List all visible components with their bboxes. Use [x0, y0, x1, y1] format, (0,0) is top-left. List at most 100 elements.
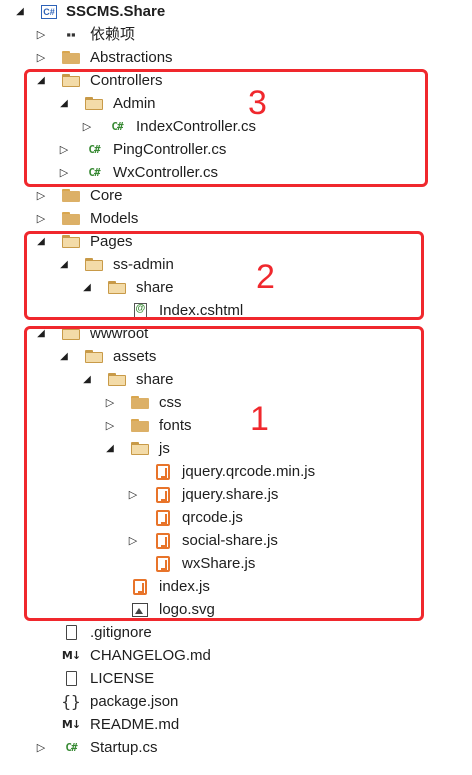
tree-item[interactable]: .gitignore	[0, 621, 472, 644]
collapse-arrow-icon[interactable]: ▷	[105, 397, 115, 409]
expand-arrow-icon[interactable]: ◢	[37, 236, 45, 247]
folder-open-icon	[62, 325, 80, 343]
csharp-icon: C#	[88, 143, 100, 156]
collapse-arrow-icon[interactable]: ▷	[36, 52, 46, 64]
expand-arrow-icon[interactable]: ◢	[60, 259, 68, 270]
tree-item[interactable]: ◢ assets	[0, 345, 472, 368]
tree-item[interactable]: ◢ss-admin	[0, 253, 472, 276]
tree-item-label: WxController.cs	[113, 164, 219, 181]
tree-item[interactable]: ◢ share	[0, 276, 472, 299]
annotation-box-3	[24, 69, 428, 187]
tree-item[interactable]: ▷C#IndexController.cs	[0, 115, 472, 138]
tree-item[interactable]: {}package.json	[0, 690, 472, 713]
tree-item-label: share	[136, 371, 174, 388]
expand-arrow-icon[interactable]: ◢	[83, 282, 91, 293]
tree-item[interactable]: ▷C#PingController.cs	[0, 138, 472, 161]
expand-arrow-icon[interactable]: ◢	[37, 75, 45, 86]
tree-item[interactable]: ◢Pages	[0, 230, 472, 253]
tree-item[interactable]: Index.cshtml	[0, 299, 472, 322]
file-icon	[62, 670, 80, 688]
collapse-arrow-icon[interactable]: ▷	[128, 489, 138, 501]
collapse-arrow-icon[interactable]: ▷	[36, 190, 46, 202]
annotation-box-2	[24, 231, 424, 320]
javascript-icon	[154, 532, 172, 550]
tree-item-label: share	[136, 279, 174, 296]
tree-item[interactable]: logo.svg	[0, 598, 472, 621]
annotation-number-2: 2	[256, 258, 275, 296]
collapse-arrow-icon[interactable]: ▷	[59, 167, 69, 179]
folder-open-icon	[85, 95, 103, 113]
folder-open-icon	[85, 348, 103, 366]
tree-item[interactable]: ◢Admin	[0, 92, 472, 115]
tree-item[interactable]: ◢wwwroot	[0, 322, 472, 345]
collapse-arrow-icon[interactable]: ▷	[82, 121, 92, 133]
expand-arrow-icon[interactable]: ◢	[60, 98, 68, 109]
tree-item[interactable]: M↓README.md	[0, 713, 472, 736]
tree-item[interactable]: ◢ C# SSCMS.Share	[0, 0, 472, 23]
folder-open-icon	[131, 440, 149, 458]
tree-item-label: jquery.qrcode.min.js	[182, 463, 316, 480]
tree-item[interactable]: jquery.qrcode.min.js	[0, 460, 472, 483]
tree-item[interactable]: LICENSE	[0, 667, 472, 690]
annotation-box-1	[24, 326, 424, 621]
collapse-arrow-icon[interactable]: ▷	[36, 213, 46, 225]
project-icon: C#	[40, 3, 58, 21]
csharp-icon: C#	[88, 166, 100, 179]
folder-open-icon	[108, 371, 126, 389]
javascript-icon	[131, 578, 149, 596]
tree-item[interactable]: wxShare.js	[0, 552, 472, 575]
tree-item-label: package.json	[90, 693, 179, 710]
markdown-icon: M↓	[61, 649, 81, 662]
tree-item[interactable]: ▷ C# WxController.cs	[0, 161, 472, 184]
folder-icon	[131, 417, 149, 435]
tree-item[interactable]: ▷ C# Startup.cs	[0, 736, 472, 759]
collapse-arrow-icon[interactable]: ▷	[36, 742, 46, 754]
collapse-arrow-icon[interactable]: ▷	[128, 535, 138, 547]
folder-open-icon	[108, 279, 126, 297]
dependencies-icon: ▪▪	[66, 27, 76, 42]
image-icon	[131, 601, 149, 619]
expand-arrow-icon[interactable]: ◢	[106, 443, 114, 454]
tree-item[interactable]: ◢ share	[0, 368, 472, 391]
csharp-icon: C#	[65, 741, 77, 754]
expand-arrow-icon[interactable]: ◢	[16, 6, 24, 17]
collapse-arrow-icon[interactable]: ▷	[105, 420, 115, 432]
tree-item[interactable]: ▷jquery.share.js	[0, 483, 472, 506]
tree-item-label: Startup.cs	[90, 739, 158, 756]
tree-item[interactable]: ◢ js	[0, 437, 472, 460]
tree-item-label: Models	[90, 210, 139, 227]
tree-item-label: 依赖项	[90, 26, 136, 43]
annotation-number-1: 1	[250, 400, 269, 438]
collapse-arrow-icon[interactable]: ▷	[36, 29, 46, 41]
tree-item[interactable]: qrcode.js	[0, 506, 472, 529]
tree-item-label: LICENSE	[90, 670, 155, 687]
tree-item-label: SSCMS.Share	[66, 3, 166, 20]
tree-item-label: js	[159, 440, 170, 457]
tree-item[interactable]: ▷ Models	[0, 207, 472, 230]
tree-item[interactable]: ▷ ▪▪ 依赖项	[0, 23, 472, 46]
expand-arrow-icon[interactable]: ◢	[83, 374, 91, 385]
file-icon	[62, 624, 80, 642]
tree-item-label: fonts	[159, 417, 192, 434]
tree-item[interactable]: ▷Core	[0, 184, 472, 207]
expand-arrow-icon[interactable]: ◢	[60, 351, 68, 362]
folder-icon	[131, 394, 149, 412]
tree-item[interactable]: index.js	[0, 575, 472, 598]
tree-item[interactable]: ▷ fonts	[0, 414, 472, 437]
expand-arrow-icon[interactable]: ◢	[37, 328, 45, 339]
folder-icon	[62, 187, 80, 205]
folder-open-icon	[62, 72, 80, 90]
tree-item[interactable]: ◢Controllers	[0, 69, 472, 92]
tree-item[interactable]: M↓CHANGELOG.md	[0, 644, 472, 667]
folder-open-icon	[62, 233, 80, 251]
javascript-icon	[154, 463, 172, 481]
tree-item[interactable]: ▷ css	[0, 391, 472, 414]
tree-item-label: css	[159, 394, 182, 411]
collapse-arrow-icon[interactable]: ▷	[59, 144, 69, 156]
tree-item-label: assets	[113, 348, 157, 365]
tree-item-label: logo.svg	[159, 601, 215, 618]
javascript-icon	[154, 486, 172, 504]
tree-item[interactable]: ▷Abstractions	[0, 46, 472, 69]
folder-icon	[62, 49, 80, 67]
tree-item[interactable]: ▷social-share.js	[0, 529, 472, 552]
